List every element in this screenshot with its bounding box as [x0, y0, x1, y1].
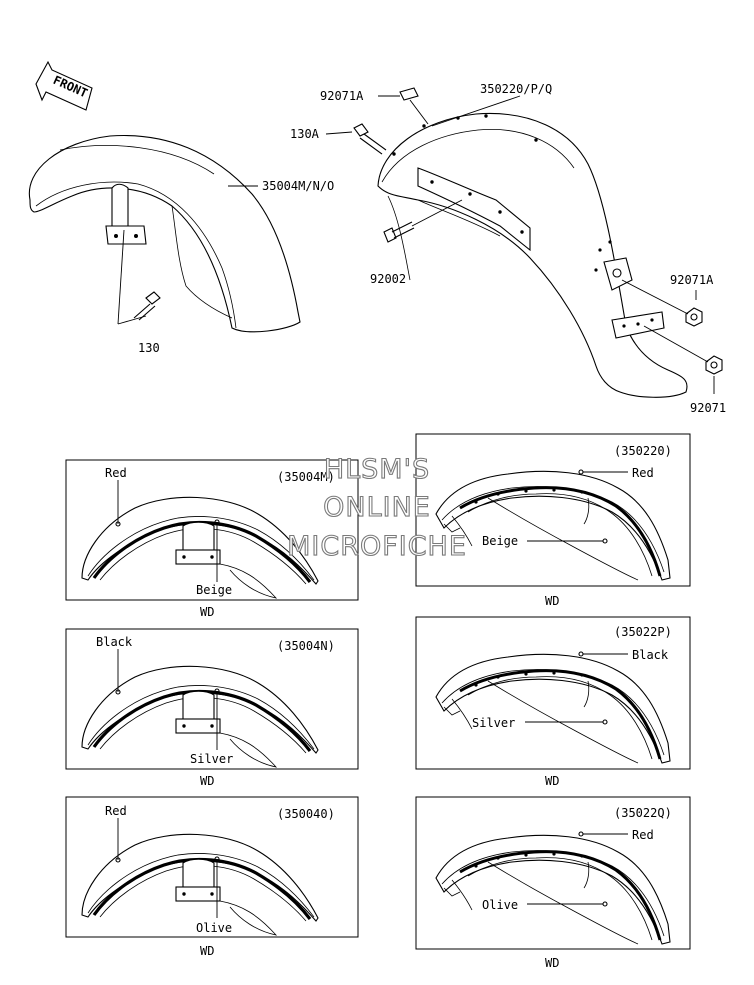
variant-35022p-color2: Silver [472, 716, 515, 730]
variant-350040-code: (350040) [277, 807, 335, 821]
variant-350040-color2: Olive [196, 921, 232, 935]
part-130-label: 130 [138, 341, 160, 355]
variant-35022p-code: (35022P) [614, 625, 672, 639]
watermark: HLSM'S ONLINE MICROFICHE [287, 453, 467, 562]
variant-35004n-code: (35004N) [277, 639, 335, 653]
watermark-line-3: MICROFICHE [287, 531, 467, 562]
bolt-130a-icon [353, 123, 387, 155]
part-92071-label: 92071 [690, 401, 726, 415]
front-fender-assembly: 35004M/N/O 130 [28, 134, 334, 355]
nut-92071a-top-icon [399, 87, 419, 101]
part-350220pq-label: 350220/P/Q [480, 82, 552, 96]
variant-panel-350220: (350220) Red Beige WD [415, 433, 691, 608]
variant-35004m-color1: Red [105, 466, 127, 480]
nut-92071-icon [705, 355, 723, 375]
variant-panel-35004n: (35004N) Black Silver WD [65, 628, 359, 788]
variant-350040-model: WD [200, 944, 214, 958]
variant-350040-color1: Red [105, 804, 127, 818]
variant-35004m-model: WD [200, 605, 214, 619]
variant-35022q-color2: Olive [482, 898, 518, 912]
variant-panel-35022p: (35022P) Black Silver WD [415, 616, 691, 788]
part-35004mno-label: 35004M/N/O [262, 179, 334, 193]
part-92071a-right-label: 92071A [670, 273, 714, 287]
rear-fender-assembly: 350220/P/Q 92071A 130A 92002 92071A [290, 82, 726, 415]
variant-350220-code: (350220) [614, 444, 672, 458]
variant-35004m-code: (35004M) [277, 470, 335, 484]
bolt-130-icon [133, 291, 161, 321]
part-92002-label: 92002 [370, 272, 406, 286]
nut-92071a-right-icon [685, 307, 703, 327]
variant-panel-35004m: (35004M) Red Beige WD [65, 459, 359, 619]
bolt-92002-icon [383, 221, 415, 243]
variant-35022p-model: WD [545, 774, 559, 788]
watermark-line-2: ONLINE [323, 492, 431, 523]
part-92071a-top-label: 92071A [320, 89, 364, 103]
variant-350220-color1: Red [632, 466, 654, 480]
front-arrow-icon: FRONT [35, 60, 93, 111]
variant-panel-350040: (350040) Red Olive WD [65, 796, 359, 958]
part-130a-label: 130A [290, 127, 320, 141]
variant-35004m-color2: Beige [196, 583, 232, 597]
variant-350220-model: WD [545, 594, 559, 608]
variant-35004n-model: WD [200, 774, 214, 788]
variant-35022q-model: WD [545, 956, 559, 970]
variant-35004n-color2: Silver [190, 752, 233, 766]
variant-35004n-color1: Black [96, 635, 133, 649]
variant-panel-35022q: (35022Q) Red Olive WD [415, 796, 691, 970]
variant-35022q-code: (35022Q) [614, 806, 672, 820]
variant-350220-color2: Beige [482, 534, 518, 548]
watermark-line-1: HLSM'S [324, 454, 430, 485]
variant-35022p-color1: Black [632, 648, 669, 662]
variant-35022q-color1: Red [632, 828, 654, 842]
